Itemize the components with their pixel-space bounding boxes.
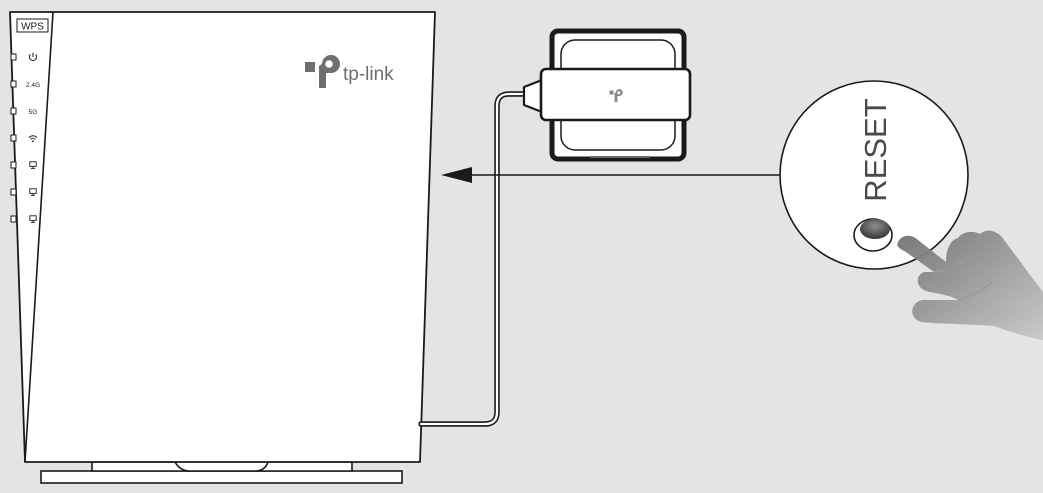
led-5g: 5G: [10, 107, 38, 116]
led-wifi: [10, 134, 38, 143]
router-body: [9, 11, 436, 463]
ethernet-port-icon: [29, 161, 37, 169]
reset-button: [860, 219, 890, 239]
led-ethernet-1: [10, 161, 37, 169]
led-indicator: [10, 107, 17, 115]
led-power: [10, 52, 38, 61]
led-label-5g: 5G: [29, 109, 38, 116]
router-base-notch: [174, 461, 269, 472]
callout-circle: [779, 80, 969, 270]
plug-strain-relief: [522, 78, 544, 114]
hand-shape: [897, 230, 1043, 340]
power-cable: [418, 91, 527, 427]
tp-link-logo-icon: [609, 89, 623, 102]
hand-finger-crease: [957, 281, 993, 301]
led-label-2-4g: 2.4G: [26, 82, 40, 89]
router-side-panel: [24, 11, 54, 463]
ethernet-port-icon: [29, 215, 37, 223]
led-indicator: [10, 80, 17, 88]
ethernet-port-icon: [29, 188, 37, 196]
led-ethernet-2: [10, 188, 37, 196]
pointing-hand-icon: [897, 230, 1043, 340]
wps-label-box: [16, 18, 49, 33]
router: WPS 2.4G 5G: [9, 11, 436, 484]
arrow-head: [441, 167, 472, 183]
tp-link-logo: tp-link: [305, 55, 394, 88]
brand-name: tp-link: [343, 64, 394, 85]
power-cable-core: [419, 92, 526, 426]
led-indicator: [10, 161, 17, 169]
power-adapter: [522, 28, 692, 162]
led-column: 2.4G 5G: [10, 52, 40, 223]
pointer-arrow: [441, 167, 781, 183]
led-ethernet-3: [10, 215, 37, 223]
led-indicator: [10, 215, 17, 223]
tp-link-logo-icon: [305, 55, 340, 88]
led-indicator: [10, 188, 17, 196]
reset-callout: RESET: [779, 80, 969, 270]
hand-finger-crease: [933, 255, 969, 273]
power-icon: [28, 52, 38, 61]
led-indicator: [10, 134, 17, 142]
led-indicator: [10, 53, 17, 61]
reset-label: RESET: [858, 98, 893, 201]
led-2-4g: 2.4G: [10, 80, 40, 89]
router-base-plate: [40, 470, 403, 484]
wps-label: WPS: [21, 22, 44, 33]
wifi-icon: [28, 135, 38, 143]
